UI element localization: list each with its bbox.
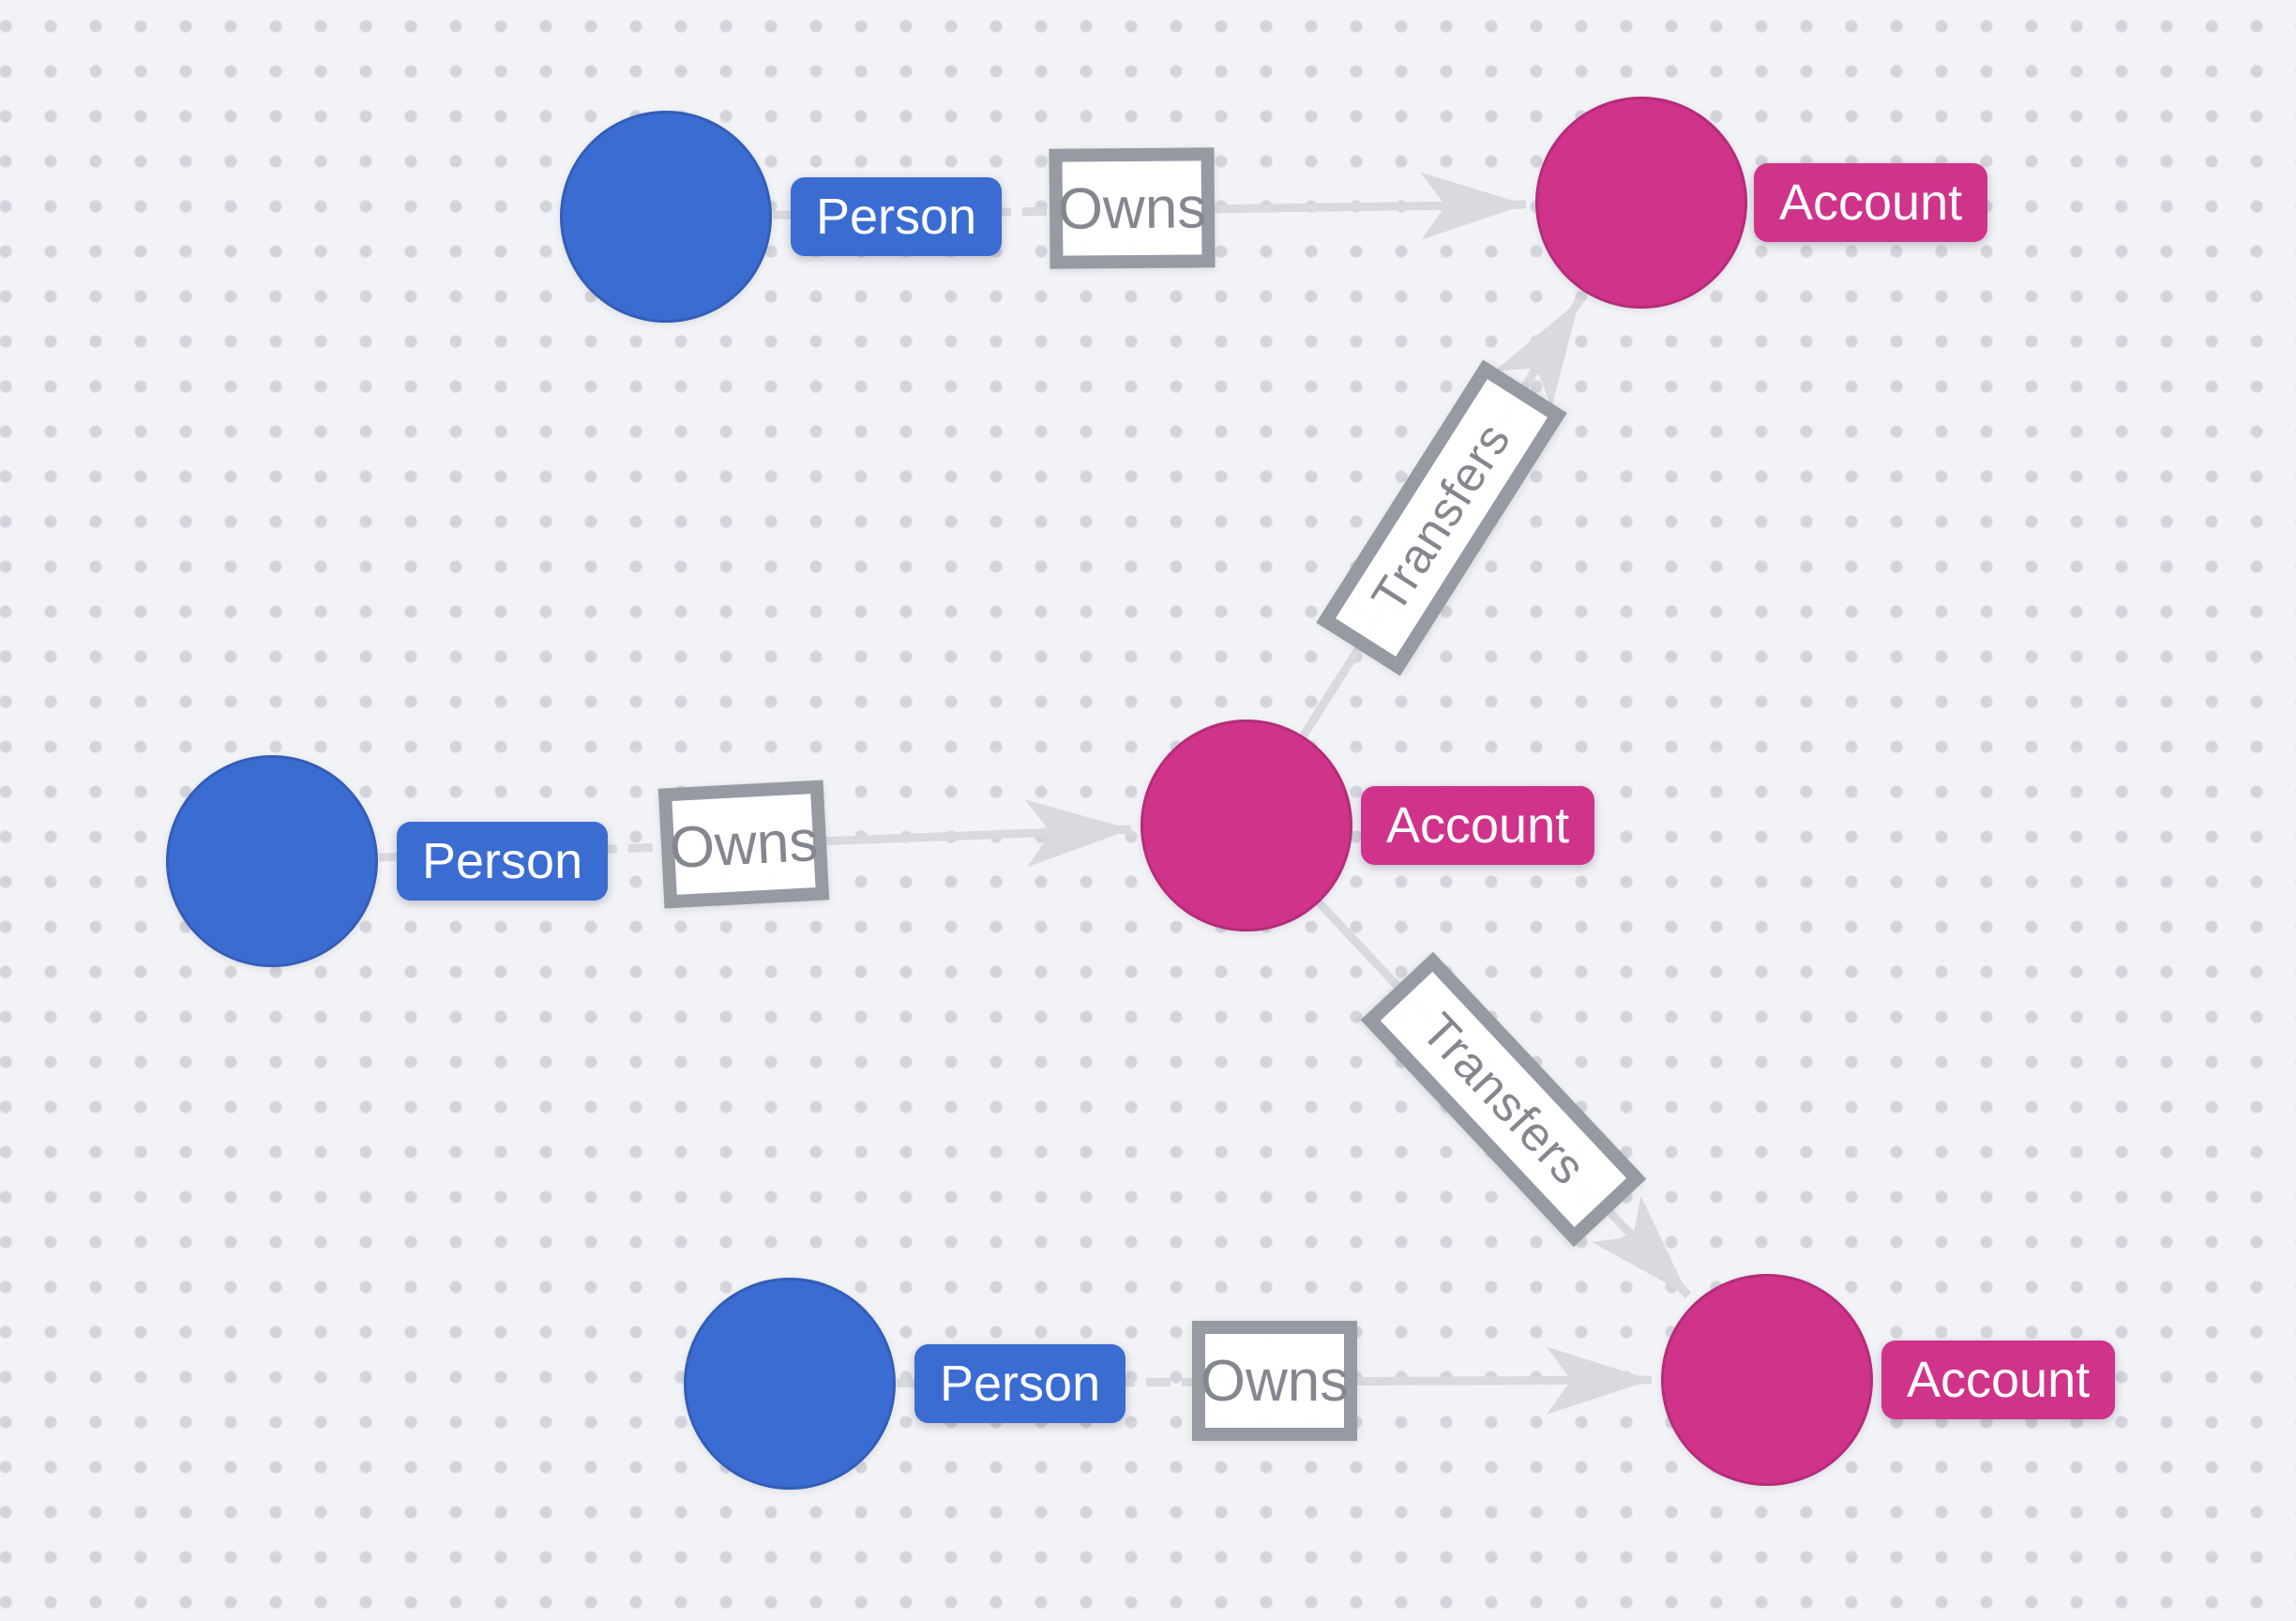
- node-label-person-1[interactable]: Person: [791, 177, 1003, 256]
- node-person-1[interactable]: [560, 111, 772, 323]
- node-label-person-3[interactable]: Person: [914, 1344, 1126, 1423]
- relationship-box-owns-1[interactable]: Owns: [1049, 147, 1216, 269]
- node-person-2[interactable]: [166, 755, 378, 967]
- node-account-3[interactable]: [1661, 1274, 1873, 1486]
- relationship-box-owns-3[interactable]: Owns: [1192, 1321, 1357, 1441]
- node-label-account-2[interactable]: Account: [1361, 786, 1595, 865]
- node-account-2[interactable]: [1140, 720, 1352, 932]
- node-label-person-2[interactable]: Person: [397, 822, 609, 901]
- node-label-account-3[interactable]: Account: [1881, 1341, 2116, 1419]
- relationship-label: Owns: [1200, 1348, 1350, 1414]
- relationship-box-owns-2[interactable]: Owns: [657, 780, 830, 909]
- relationship-label: Owns: [1057, 174, 1207, 242]
- node-label-account-1[interactable]: Account: [1754, 163, 1988, 242]
- relationship-label: Owns: [668, 808, 820, 881]
- node-account-1[interactable]: [1535, 97, 1747, 309]
- node-person-3[interactable]: [684, 1278, 896, 1490]
